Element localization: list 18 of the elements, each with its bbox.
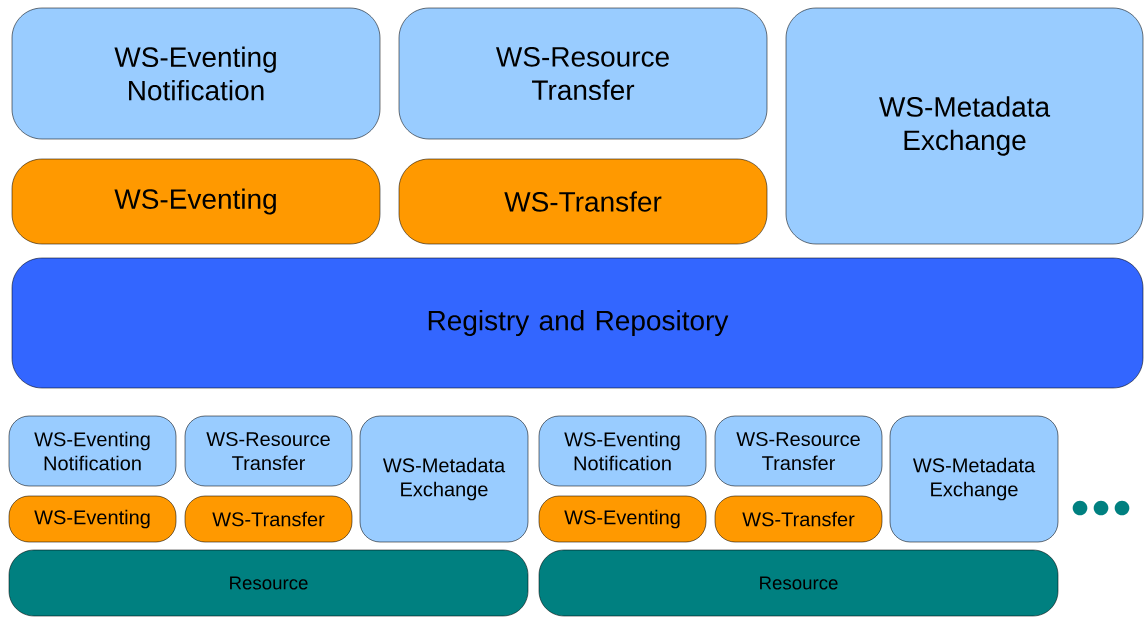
spec-box: WS-Transfer — [714, 495, 883, 543]
spec-box: WS-Resource Transfer — [714, 415, 883, 487]
resource-band: Resource — [538, 549, 1059, 617]
spec-box: WS-Eventing Notification — [538, 415, 707, 487]
spec-box: WS-Resource Transfer — [184, 415, 353, 487]
spec-box: WS-Transfer — [398, 158, 768, 245]
spec-box: WS-Eventing — [11, 158, 381, 245]
spec-box: WS-Resource Transfer — [398, 7, 768, 140]
spec-box: WS-Eventing Notification — [11, 7, 381, 140]
spec-box: WS-Transfer — [184, 495, 353, 543]
resource-band: Resource — [8, 549, 529, 617]
spec-box: WS-Metadata Exchange — [359, 415, 529, 543]
spec-box: WS-Eventing — [538, 495, 707, 543]
registry-band: Registry and Repository — [11, 257, 1144, 389]
spec-box: WS-Metadata Exchange — [889, 415, 1059, 543]
spec-box: WS-Metadata Exchange — [785, 7, 1144, 245]
spec-box: WS-Eventing — [8, 495, 177, 543]
spec-box: WS-Eventing Notification — [8, 415, 177, 487]
